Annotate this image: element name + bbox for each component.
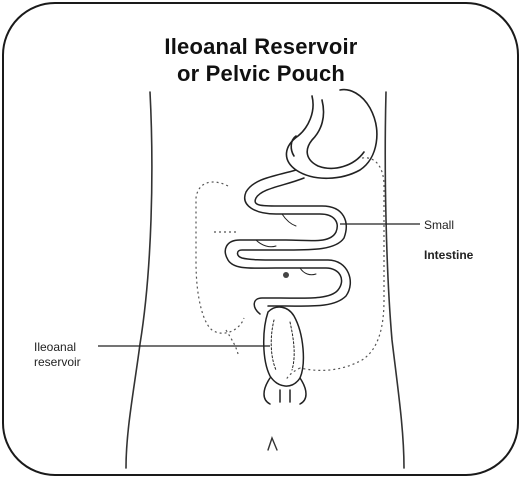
- label-reservoir: reservoir: [34, 355, 81, 369]
- diagram-title-line2: or Pelvic Pouch: [0, 61, 522, 87]
- label-intestine: Intestine: [424, 248, 473, 262]
- label-small: Small: [424, 218, 454, 232]
- label-ileoanal: Ileoanal: [34, 340, 76, 354]
- diagram-title-line1: Ileoanal Reservoir: [0, 34, 522, 60]
